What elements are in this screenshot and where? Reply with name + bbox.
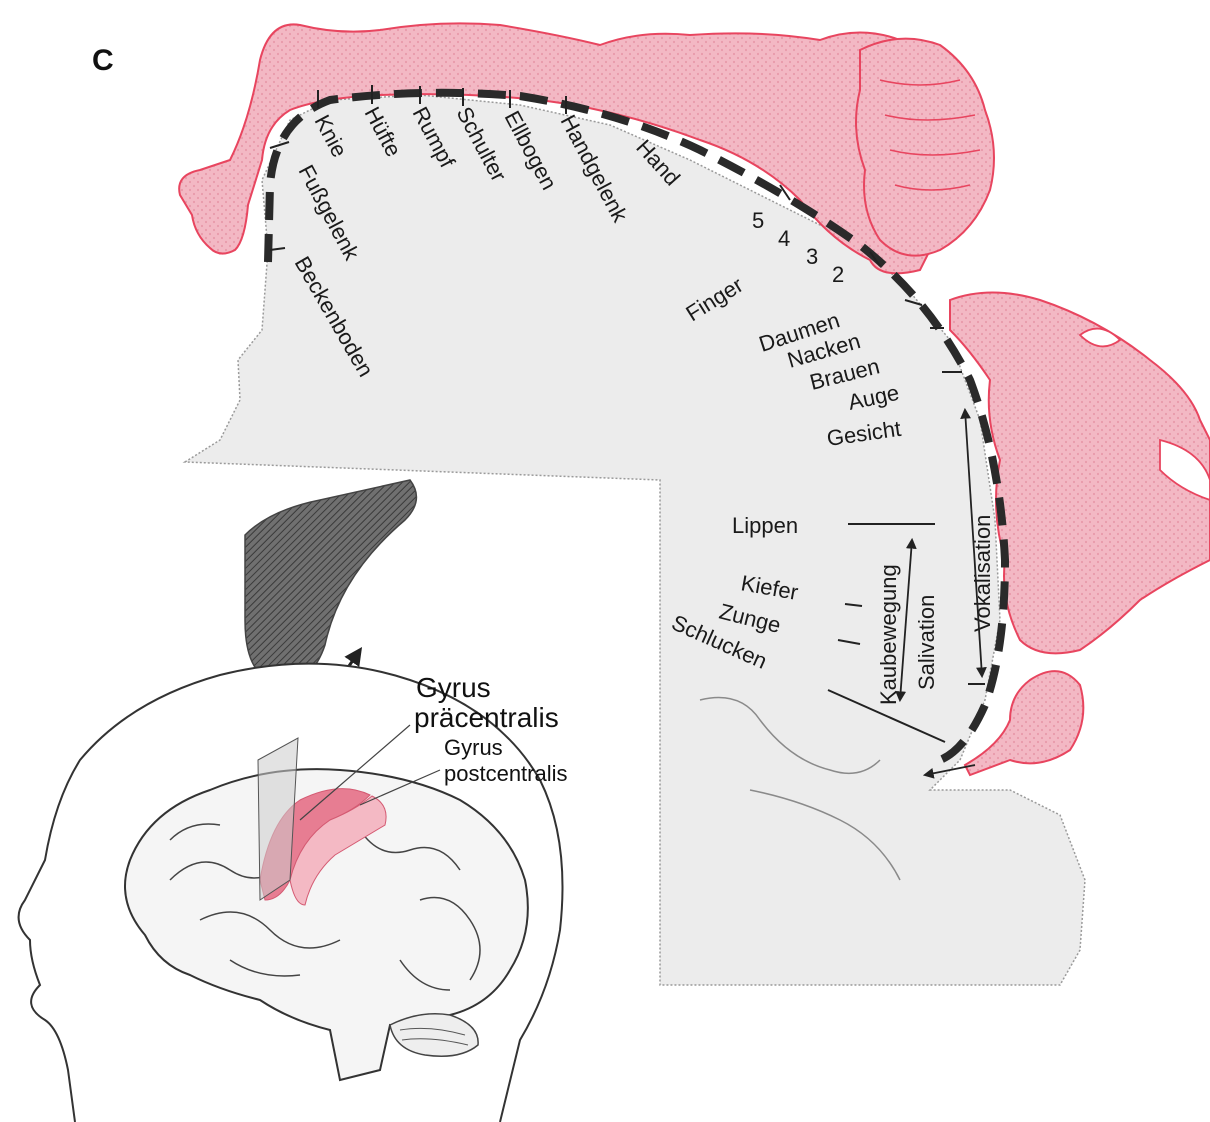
label-vokalisation: Vokalisation xyxy=(970,515,995,632)
panel-letter: C xyxy=(92,44,114,77)
label-lippen: Lippen xyxy=(732,513,798,538)
label-salivation: Salivation xyxy=(914,595,939,690)
label-finger-5: 5 xyxy=(752,208,764,233)
label-kaubewegung: Kaubewegung xyxy=(876,564,901,705)
label-finger-4: 4 xyxy=(778,226,790,251)
slice-section-icon xyxy=(245,480,416,682)
label-gyrus-praecentralis-2: präcentralis xyxy=(414,702,559,733)
label-gyrus-praecentralis-1: Gyrus xyxy=(416,672,491,703)
label-finger-2: 2 xyxy=(832,262,844,287)
label-gyrus-postcentralis-2: postcentralis xyxy=(444,761,568,786)
label-gyrus-postcentralis-1: Gyrus xyxy=(444,735,503,760)
homunculus-hand xyxy=(856,39,994,256)
label-finger-3: 3 xyxy=(806,244,818,269)
